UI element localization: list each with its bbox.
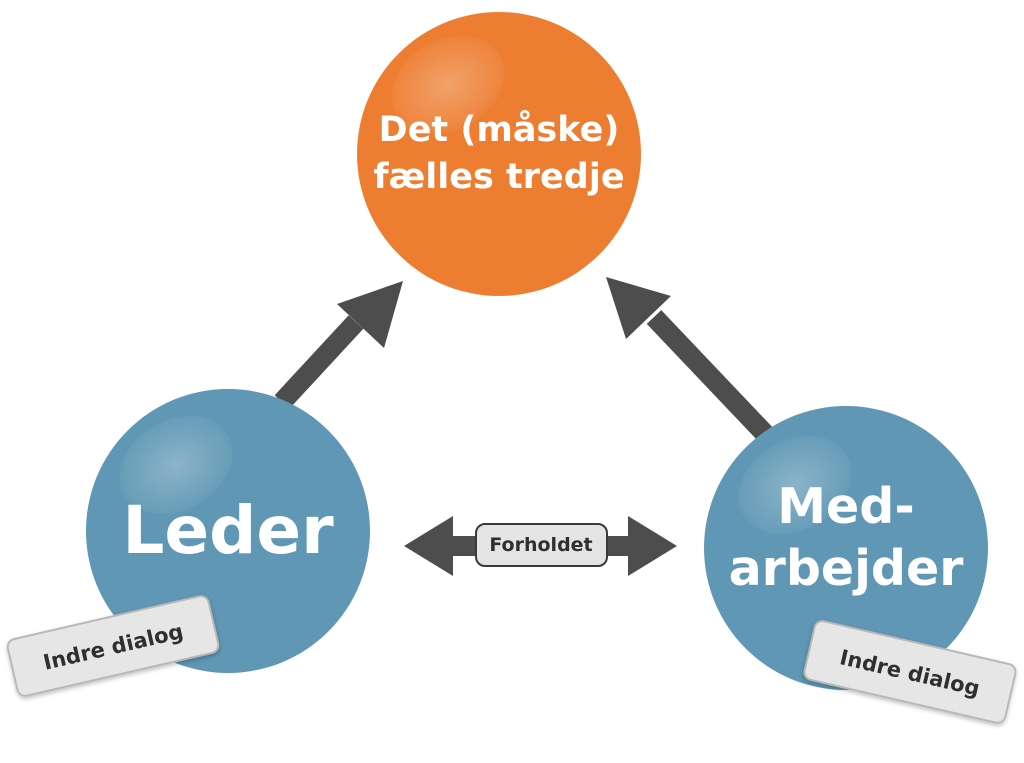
employee-label-line2: arbejder [729,540,965,597]
arrow-employee-to-third [606,277,776,444]
leader-label: Leder [122,492,334,569]
relation-label-pill: Forholdet [475,523,608,567]
employee-label-line1: Med- [777,478,914,535]
relation-label: Forholdet [489,534,592,556]
shared-third-label-line1: Det (måske) [379,109,620,150]
arrow-leader-to-third [274,281,403,409]
employee-node: Med- arbejder [704,406,988,690]
leader-inner-dialog-tag: Indre dialog [6,595,220,697]
shared-third-label-line2: fælles tredje [373,157,624,197]
leader-node: Leder [86,389,370,673]
employee-inner-dialog-tag: Indre dialog [803,620,1017,724]
shared-third-node: Det (måske) fælles tredje [357,12,641,296]
